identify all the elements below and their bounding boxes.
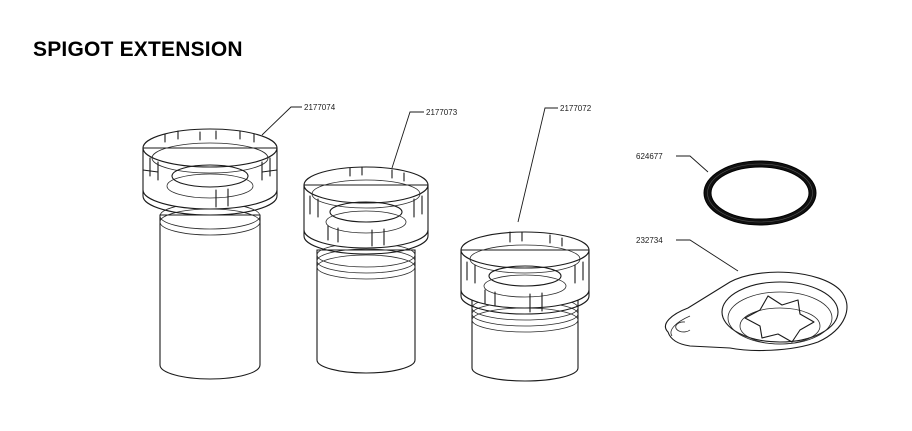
page-title: SPIGOT EXTENSION [33, 38, 243, 61]
spigot-extension-small [460, 107, 590, 382]
part-number-label: 2177074 [304, 103, 336, 112]
part-number-label: 232734 [636, 236, 663, 245]
spigot-extension-medium [303, 111, 429, 374]
retaining-plate [664, 239, 848, 352]
part-number-label: 624677 [636, 152, 663, 161]
part-number-label: 2177073 [426, 108, 458, 117]
spigot-extension-large [142, 106, 302, 380]
o-ring [676, 155, 817, 226]
part-number-label: 2177072 [560, 104, 592, 113]
